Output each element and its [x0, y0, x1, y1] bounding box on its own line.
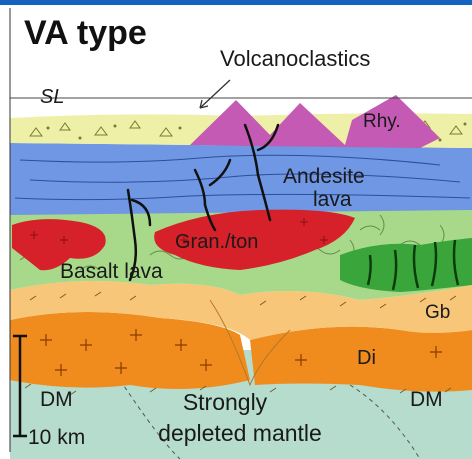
dm-label-right: DM	[410, 388, 443, 411]
gabbro-label: Gb	[425, 302, 450, 323]
top-frame-bar	[0, 0, 472, 5]
volcanoclastics-arrow	[200, 80, 230, 108]
andesite-layer	[10, 143, 472, 215]
andesite-label-line1: Andesite	[283, 165, 365, 188]
mantle-label-line1: Strongly	[183, 389, 268, 415]
granite-tonalite-label: Gran./ton	[175, 231, 258, 253]
volcanoclastics-label: Volcanoclastics	[220, 46, 370, 71]
basalt-lava-label: Basalt lava	[60, 260, 163, 283]
scale-label: 10 km	[28, 426, 85, 449]
sea-level-label: SL	[40, 86, 64, 108]
diagram-title: VA type	[24, 14, 147, 52]
dm-label-left: DM	[40, 388, 73, 411]
rhyolite-label: Rhy.	[363, 111, 401, 132]
rhyolite-domes	[190, 95, 440, 148]
diorite-label: Di	[357, 347, 376, 369]
andesite-label-line2: lava	[313, 188, 352, 211]
mantle-label-line2: depleted mantle	[158, 420, 322, 446]
